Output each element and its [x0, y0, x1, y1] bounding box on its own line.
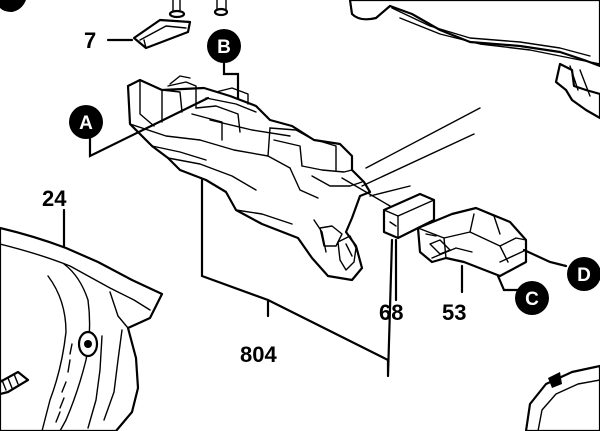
leader-b: [222, 61, 240, 102]
cropped-marker: [0, 0, 26, 12]
svg-text:C: C: [525, 289, 539, 310]
callout-804: 804: [240, 342, 277, 367]
callout-7: 7: [84, 28, 96, 53]
svg-text:A: A: [79, 113, 93, 134]
callout-68: 68: [379, 300, 403, 325]
leader-c: [496, 274, 520, 292]
bracket-804: [200, 178, 394, 378]
svg-text:B: B: [217, 37, 231, 58]
guide-line-top: [361, 107, 481, 187]
marker-b: B: [207, 29, 241, 63]
svg-text:D: D: [577, 265, 591, 286]
part-24-housing: [0, 226, 164, 431]
marker-c: C: [515, 281, 549, 315]
callout-53: 53: [442, 300, 466, 325]
lower-right-housing-fragment: [524, 364, 600, 431]
marker-a: A: [69, 105, 103, 139]
part-68-block: [382, 192, 436, 240]
marker-d: D: [567, 257, 600, 291]
part-53-switch: [416, 206, 528, 278]
leader-d: [522, 248, 568, 268]
switch-carrier-main: [126, 75, 372, 282]
callout-24: 24: [42, 186, 67, 211]
guide-line: [341, 177, 411, 207]
leader-a: [88, 96, 210, 158]
upper-housing-fragment: [348, 0, 600, 120]
part-7-cap: [132, 18, 192, 50]
screw-stubs: [168, 0, 229, 19]
